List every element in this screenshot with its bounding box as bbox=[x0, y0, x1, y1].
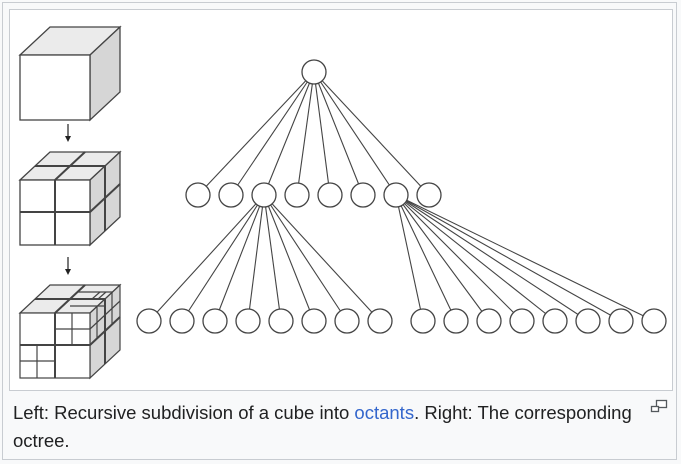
octree-node bbox=[416, 182, 442, 208]
octree-node bbox=[350, 182, 376, 208]
octree-leaf-node bbox=[334, 308, 360, 334]
octree-leaf-node bbox=[443, 308, 469, 334]
octree-leaf-node bbox=[136, 308, 162, 334]
octree-node bbox=[251, 182, 277, 208]
octree-leaf-node bbox=[410, 308, 436, 334]
octree-leaf-node bbox=[235, 308, 261, 334]
octants-link[interactable]: octants bbox=[354, 402, 415, 423]
octree-node bbox=[383, 182, 409, 208]
magnify-clip-icon[interactable] bbox=[649, 399, 669, 415]
octree-leaf-node bbox=[476, 308, 502, 334]
octree-leaf-node bbox=[169, 308, 195, 334]
octree-leaf-node bbox=[542, 308, 568, 334]
octree-node bbox=[218, 182, 244, 208]
arrow-down-icon bbox=[65, 124, 71, 142]
octree-edges bbox=[148, 71, 655, 322]
thumbnail-frame: Left: Recursive subdivision of a cube in… bbox=[2, 2, 677, 460]
octree-root-node bbox=[301, 59, 327, 85]
octree-leaf-node bbox=[575, 308, 601, 334]
octree-nodes bbox=[136, 59, 667, 334]
octree-leaf-node bbox=[202, 308, 228, 334]
cube-undivided bbox=[18, 25, 122, 122]
cube-subdivided-once bbox=[18, 150, 122, 247]
cube-subdivided-recursive bbox=[18, 283, 122, 380]
octree-leaf-node bbox=[367, 308, 393, 334]
octree-diagram bbox=[18, 25, 667, 380]
figure-caption: Left: Recursive subdivision of a cube in… bbox=[13, 399, 633, 455]
octree-leaf-node bbox=[301, 308, 327, 334]
octree-node bbox=[284, 182, 310, 208]
octree-node bbox=[317, 182, 343, 208]
octree-leaf-node bbox=[509, 308, 535, 334]
octree-leaf-node bbox=[641, 308, 667, 334]
caption-suffix: . Right: The corresponding octree. bbox=[13, 402, 632, 451]
octree-figure[interactable] bbox=[9, 9, 673, 391]
octree-node bbox=[185, 182, 211, 208]
caption-prefix: Left: Recursive subdivision of a cube in… bbox=[13, 402, 355, 423]
octree-leaf-node bbox=[608, 308, 634, 334]
arrow-down-icon bbox=[65, 257, 71, 275]
octree-leaf-node bbox=[268, 308, 294, 334]
